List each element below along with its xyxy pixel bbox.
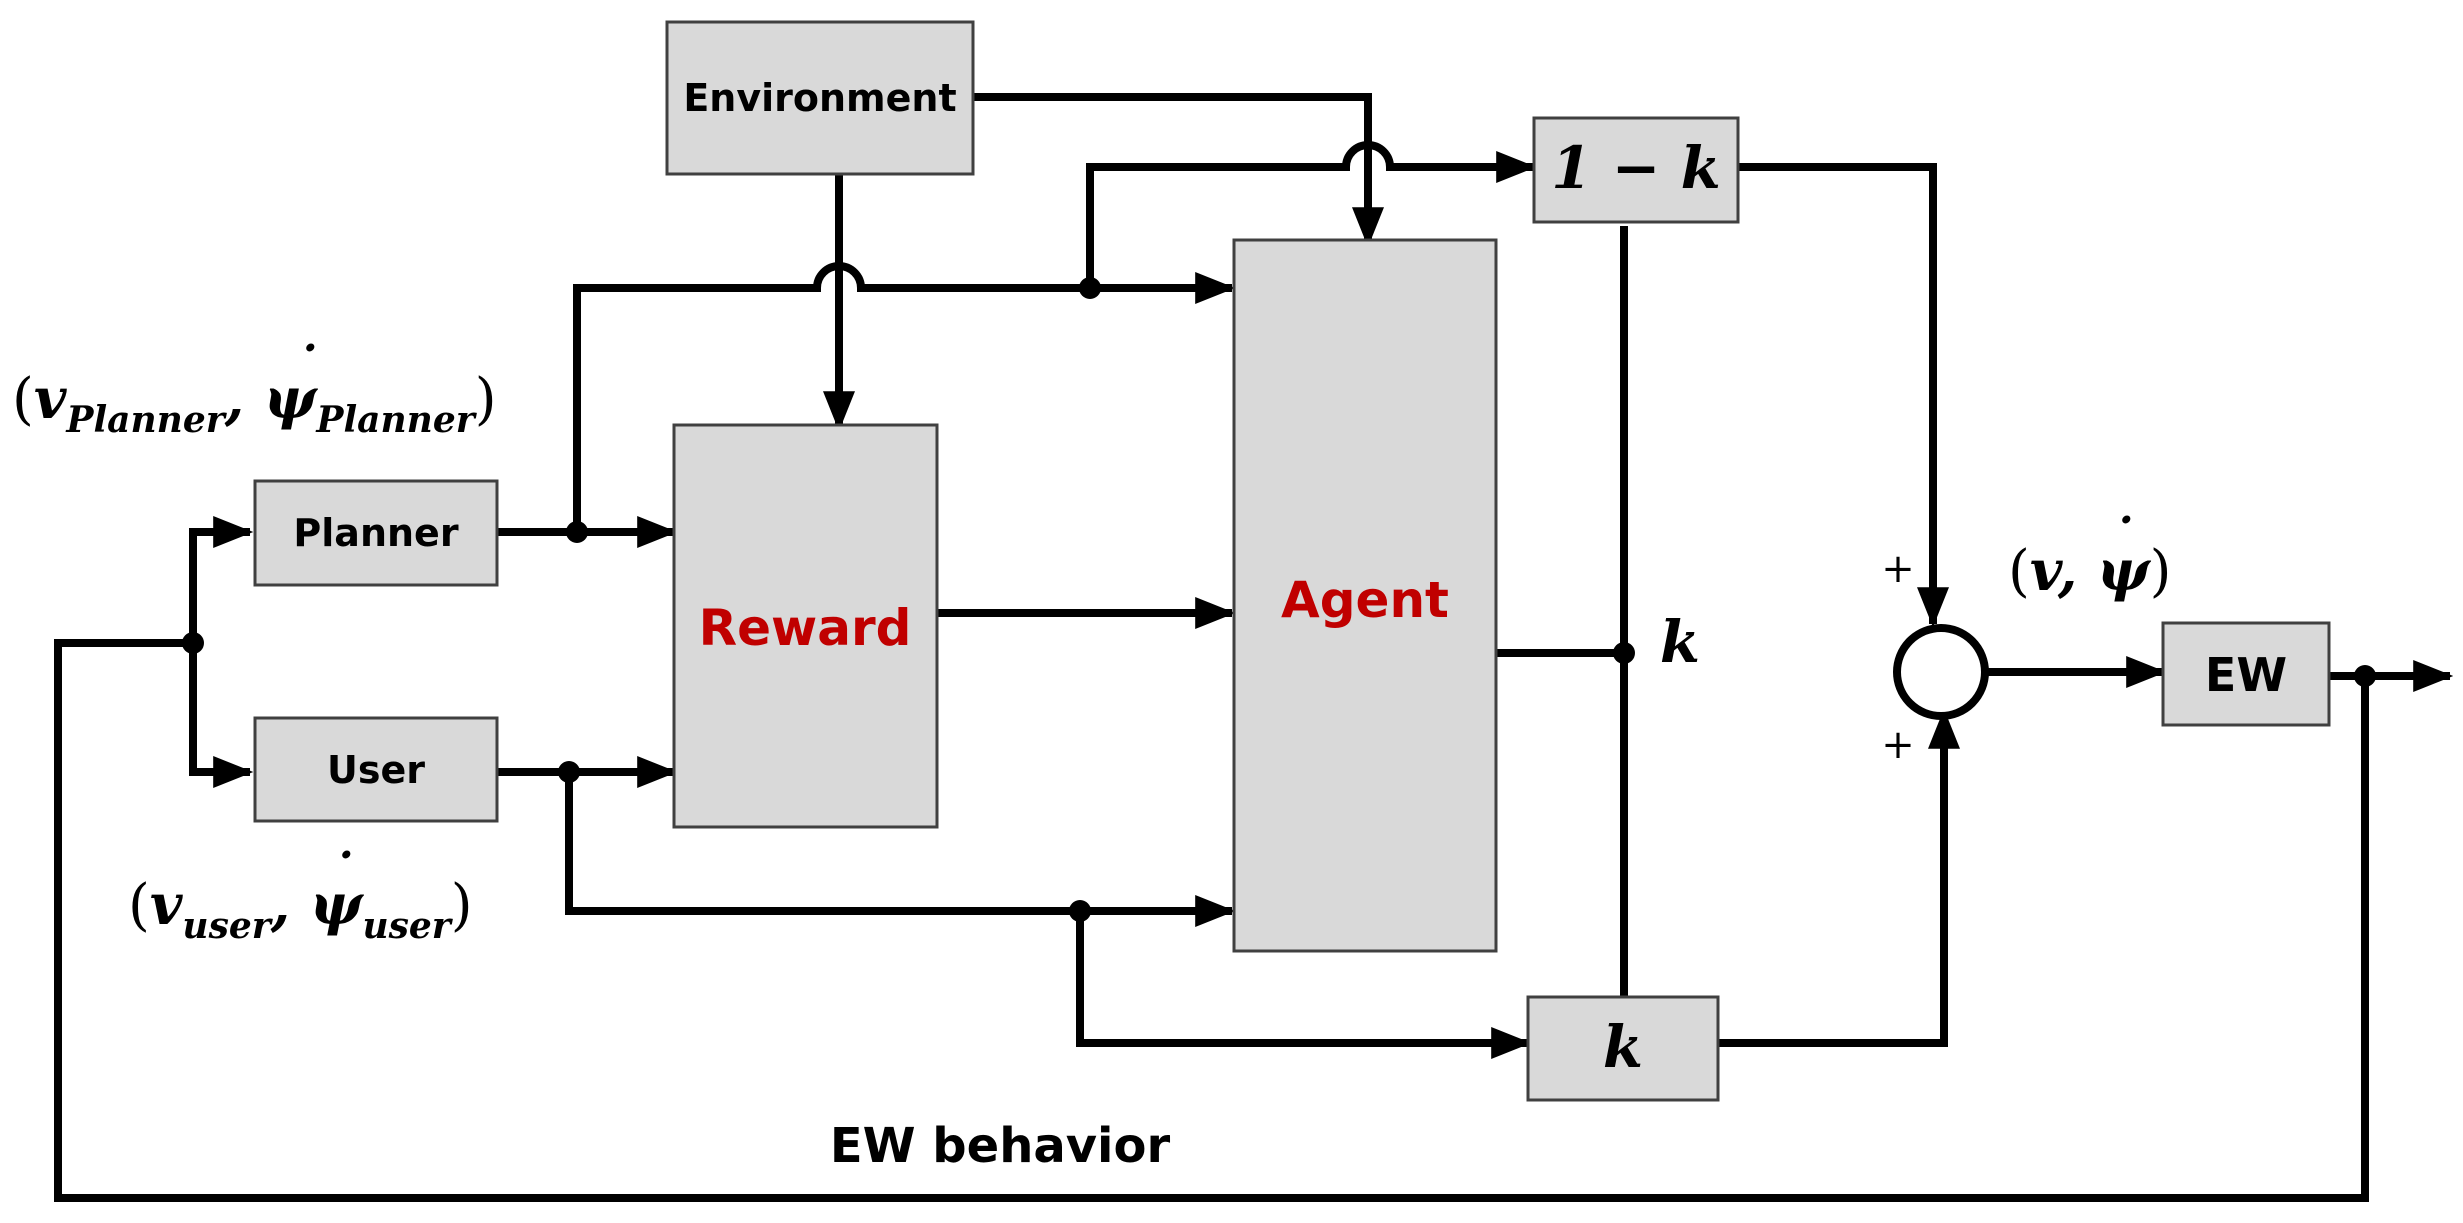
planner-signal-label: (vPlanner, ψPlanner): [12, 366, 497, 441]
junctions: [182, 277, 2376, 922]
user-block[interactable]: User: [253, 716, 499, 823]
junction-dot: [182, 632, 204, 654]
feedback-wire: [54, 639, 2369, 1202]
k-gain-label: k: [1603, 1013, 1643, 1081]
split-to-planner-wire: [189, 516, 254, 643]
junction-dot: [558, 761, 580, 783]
planner-block[interactable]: Planner: [253, 479, 499, 587]
agent-block[interactable]: Agent: [1232, 238, 1498, 953]
user-to-k-wire: [1076, 911, 1532, 1059]
split-to-user-wire: [189, 643, 254, 788]
planner-psi-dot: ˙: [292, 336, 320, 402]
junction-dot: [1613, 642, 1635, 664]
junction-dot: [2354, 665, 2376, 687]
ew-label: EW: [2205, 648, 2287, 702]
wires: [54, 93, 2454, 1202]
sum-plus-bottom-label: +: [1881, 722, 1915, 768]
user-signal-label: (vuser, ψuser): [128, 872, 473, 947]
user-psi-dot: ˙: [328, 843, 356, 909]
one-minus-k-to-summer-wire: [1738, 163, 1949, 628]
agent-label: Agent: [1281, 571, 1449, 629]
junction-dot: [566, 521, 588, 543]
junction-dot: [1069, 900, 1091, 922]
feedback-label: EW behavior: [830, 1118, 1171, 1174]
junction-dot: [1079, 277, 1101, 299]
user-label: User: [327, 748, 425, 792]
output-psi-dot: ˙: [2108, 508, 2136, 574]
user-to-agent-wire: [565, 772, 1236, 927]
k-to-summer-wire: [1718, 708, 1960, 1047]
agent-output-k-label: k: [1660, 608, 1700, 676]
sum-plus-top-label: +: [1881, 546, 1915, 592]
one-minus-k-block[interactable]: 1 − k: [1532, 116, 1740, 224]
reward-label: Reward: [699, 599, 912, 657]
environment-block[interactable]: Environment: [665, 20, 975, 176]
one-minus-k-label: 1 − k: [1551, 134, 1721, 202]
environment-to-agent-wire: [973, 93, 1384, 248]
output-signal-label: (v, ψ): [2008, 538, 2171, 604]
summing-junction[interactable]: [1893, 624, 1989, 720]
planner-label: Planner: [293, 511, 458, 555]
k-gain-block[interactable]: k: [1526, 995, 1720, 1102]
ew-block[interactable]: EW: [2161, 621, 2331, 727]
environment-label: Environment: [683, 76, 956, 120]
reward-block[interactable]: Reward: [672, 423, 939, 829]
